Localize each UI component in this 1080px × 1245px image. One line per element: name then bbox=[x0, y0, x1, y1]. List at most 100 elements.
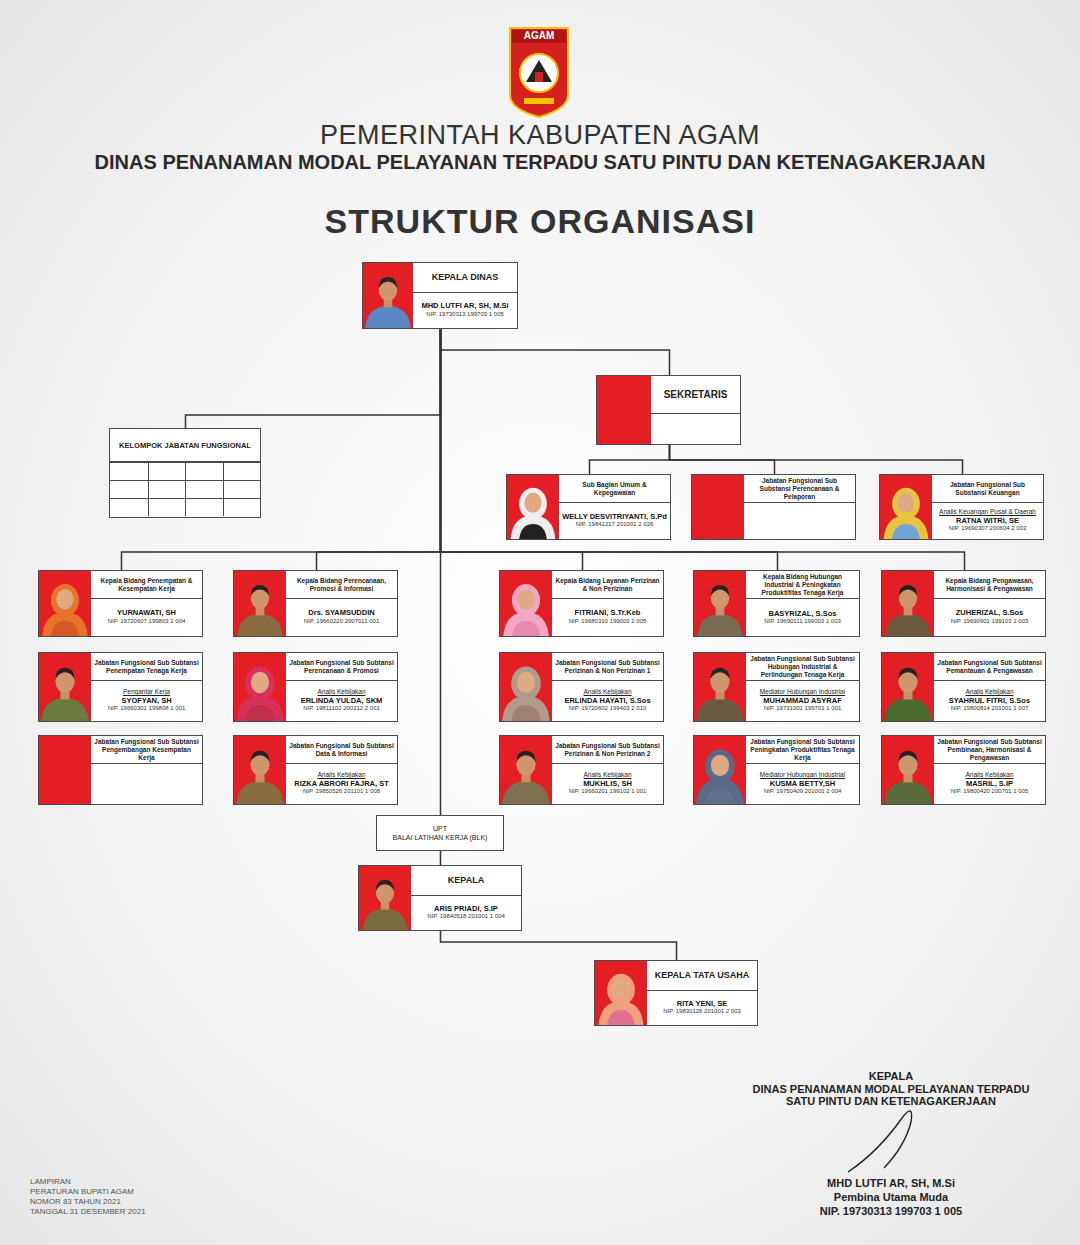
photo-frame bbox=[500, 736, 552, 804]
photo-frame bbox=[234, 736, 286, 804]
portrait bbox=[880, 475, 932, 539]
box-content: Kepala Bidang Hubungan Industrial & Peni… bbox=[746, 571, 859, 636]
photo-frame bbox=[595, 961, 647, 1025]
portrait bbox=[595, 961, 647, 1025]
table-cell bbox=[223, 462, 261, 480]
label: NIP. 19730313 199703 1 005 bbox=[743, 1205, 1039, 1217]
label: PEMERINTAH KABUPATEN AGAM bbox=[0, 120, 1080, 151]
person-name: RITA YENI, SE bbox=[650, 999, 754, 1008]
portrait bbox=[359, 866, 411, 930]
photo-frame bbox=[363, 263, 413, 328]
photo-frame bbox=[39, 736, 91, 804]
org-box: KEPALA TATA USAHARITA YENI, SENIP. 19830… bbox=[594, 960, 758, 1026]
job-role: Mediator Hubungan Industrial bbox=[749, 771, 856, 779]
employee-id: NIP. 19690111 199003 1 003 bbox=[749, 618, 856, 626]
box-title: Jabatan Fungsional Sub Subtansi Pembinaa… bbox=[937, 738, 1042, 761]
person-name: Drs. SYAMSUDDIN bbox=[289, 608, 394, 617]
box-body: Drs. SYAMSUDDINNIP. 19660220 2007011 001 bbox=[286, 599, 397, 636]
person-name: MHD LUTFI AR, SH, M.Si bbox=[416, 301, 514, 310]
box-content: Jabatan Fungsional Sub Subtansi Peningka… bbox=[746, 736, 859, 804]
table-cell bbox=[223, 480, 261, 498]
org-box: Jabatan Fungsional Sub Subtansi Pembinaa… bbox=[881, 735, 1046, 805]
box-content: KELOMPOK JABATAN FUNGSIONAL bbox=[110, 429, 260, 516]
org-box: Jabatan Fungsional Sub Subtansi Penempat… bbox=[38, 652, 203, 722]
box-heading: Jabatan Fungsional Sub Subtansi Peningka… bbox=[746, 736, 859, 764]
box-title: SEKRETARIS bbox=[664, 389, 728, 401]
box-heading: KELOMPOK JABATAN FUNGSIONAL bbox=[110, 429, 260, 462]
photo-frame bbox=[882, 653, 934, 721]
org-box: Kepala Bidang Pengawasan, Harmonisasi & … bbox=[881, 570, 1046, 637]
org-box: Jabatan Fungsional Sub Subtansi Peningka… bbox=[693, 735, 860, 805]
label: Pembina Utama Muda bbox=[743, 1191, 1039, 1203]
portrait bbox=[507, 475, 559, 539]
box-heading: KEPALA TATA USAHA bbox=[647, 961, 757, 991]
label: MHD LUTFI AR, SH, M.Si bbox=[743, 1177, 1039, 1189]
box-heading: Kepala Bidang Layanan Perizinan & Non Pe… bbox=[552, 571, 663, 599]
box-heading: Jabatan Fungsional Sub Subtansi Pemantau… bbox=[934, 653, 1045, 681]
box-body: Mediator Hubungan IndustrialKUSMA BETTY,… bbox=[746, 764, 859, 804]
box-content: Jabatan Fungsional Sub Subtansi Data & I… bbox=[286, 736, 397, 804]
org-box: Kepala Bidang Penempatan & Kesempatan Ke… bbox=[38, 570, 203, 637]
photo-frame bbox=[39, 571, 91, 636]
box-title: Jabatan Fungsional Sub Subtansi Peningka… bbox=[749, 738, 856, 761]
photo-frame bbox=[597, 376, 651, 444]
table-cell bbox=[148, 498, 186, 516]
person-name: ERLINDA YULDA, SKM bbox=[289, 696, 394, 705]
box-content: UPTBALAI LATIHAN KERJA (BLK) bbox=[377, 816, 503, 850]
person-name: YURNAWATI, SH bbox=[94, 608, 199, 617]
signature bbox=[848, 1111, 912, 1172]
box-text: BALAI LATIHAN KERJA (BLK) bbox=[381, 833, 499, 842]
portrait bbox=[882, 653, 934, 721]
box-heading: Kepala Bidang Pengawasan, Harmonisasi & … bbox=[934, 571, 1045, 599]
org-box: Jabatan Fungsional Sub Substansi Perenca… bbox=[691, 474, 856, 540]
box-body: ZUHERIZAL, S.SosNIP. 19690901 199103 1 0… bbox=[934, 599, 1045, 636]
box-body: WELLY DESVITRIYANTI, S.PdNIP. 19841217 2… bbox=[559, 503, 670, 539]
box-title: KEPALA DINAS bbox=[432, 272, 499, 283]
box-body: ARIS PRIADI, S.IPNIP. 19840518 201001 1 … bbox=[411, 896, 521, 930]
box-body: Analis KebijakanSYAHRUL FITRI, S.SosNIP.… bbox=[934, 681, 1045, 721]
photo-frame bbox=[234, 571, 286, 636]
org-box: KEPALA DINASMHD LUTFI AR, SH, M.SiNIP. 1… bbox=[362, 262, 518, 329]
box-heading: SEKRETARIS bbox=[651, 376, 740, 414]
table-cell bbox=[185, 498, 223, 516]
box-heading: Jabatan Fungsional Sub Subtansi Hubungan… bbox=[746, 653, 859, 681]
label: LAMPIRAN bbox=[30, 1177, 230, 1187]
photo-frame bbox=[694, 653, 746, 721]
box-body: Analis Keuangan Pusat & DaerahRATNA WITR… bbox=[932, 503, 1043, 539]
job-role: Pengantar Kerja bbox=[94, 688, 199, 696]
connector bbox=[440, 851, 442, 865]
person-name: SYOFYAN, SH bbox=[94, 696, 199, 705]
box-body: Analis KebijakanMUKHLIS, SHNIP. 19660201… bbox=[552, 764, 663, 804]
box-title: Jabatan Fungsional Sub Substansi Perenca… bbox=[747, 477, 852, 500]
box-title: Jabatan Fungsional Sub Substansi Keuanga… bbox=[935, 481, 1040, 497]
person-name: RIZKA ABRORI FAJRA, ST bbox=[289, 779, 394, 788]
box-content: Jabatan Fungsional Sub Subtansi Perizina… bbox=[552, 736, 663, 804]
org-box: Jabatan Fungsional Sub Subtansi Pemantau… bbox=[881, 652, 1046, 722]
box-heading: Kepala Bidang Perencanaan, Promosi & Inf… bbox=[286, 571, 397, 599]
logo-door bbox=[535, 72, 543, 82]
table-cell bbox=[110, 498, 148, 516]
portrait bbox=[694, 571, 746, 636]
job-role: Analis Kebijakan bbox=[937, 688, 1042, 696]
table-cell bbox=[185, 480, 223, 498]
person-name: MASRIL, S.IP bbox=[937, 779, 1042, 788]
connector bbox=[186, 329, 441, 428]
box-title: Jabatan Fungsional Sub Subtansi Penempat… bbox=[94, 659, 199, 675]
box-content: Jabatan Fungsional Sub Subtansi Pengemba… bbox=[91, 736, 202, 804]
box-content: Jabatan Fungsional Sub Subtansi Perencan… bbox=[286, 653, 397, 721]
table-cell bbox=[223, 498, 261, 516]
person-name: FITRIANI, S.Tr.Keb bbox=[555, 608, 660, 617]
label: TANGGAL 31 DESEMBER 2021 bbox=[30, 1207, 230, 1217]
photo-frame bbox=[882, 736, 934, 804]
box-body: Analis KebijakanRIZKA ABRORI FAJRA, STNI… bbox=[286, 764, 397, 804]
box-content: Jabatan Fungsional Sub Subtansi Perizina… bbox=[552, 653, 663, 721]
connector bbox=[317, 329, 441, 570]
box-content: KEPALAARIS PRIADI, S.IPNIP. 19840518 201… bbox=[411, 866, 521, 930]
box-body bbox=[744, 503, 855, 539]
table-cell bbox=[110, 480, 148, 498]
person-name: MUKHLIS, SH bbox=[555, 779, 660, 788]
box-content: Jabatan Fungsional Sub Subtansi Pemantau… bbox=[934, 653, 1045, 721]
org-box: Kepala Bidang Hubungan Industrial & Peni… bbox=[693, 570, 860, 637]
photo-frame bbox=[500, 571, 552, 636]
box-body: Pengantar KerjaSYOFYAN, SHNIP. 19660301 … bbox=[91, 681, 202, 721]
